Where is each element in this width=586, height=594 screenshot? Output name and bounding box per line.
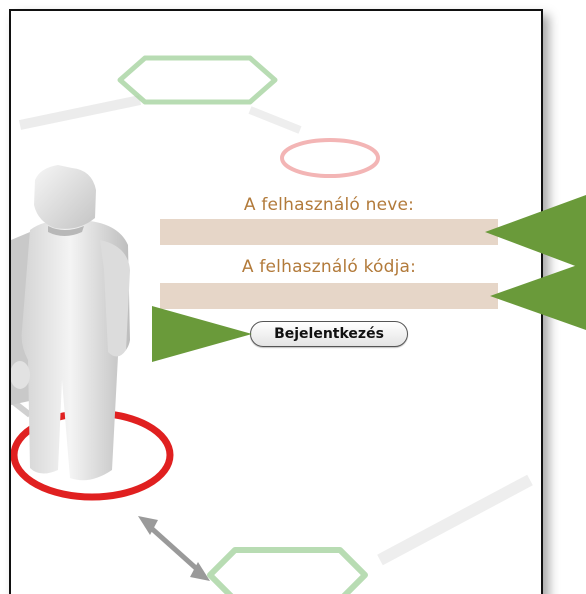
login-button[interactable]: Bejelentkezés <box>250 321 408 347</box>
username-label: A felhasználó neve: <box>243 195 415 215</box>
double-arrow-icon <box>138 516 210 581</box>
password-input[interactable] <box>160 283 498 309</box>
faint-red-ellipse <box>280 138 380 178</box>
diamond-shape <box>117 55 278 105</box>
password-label: A felhasználó kódja: <box>241 257 417 277</box>
connector-line <box>377 474 533 566</box>
connector-line <box>18 95 142 130</box>
person-figure-icon <box>11 165 131 481</box>
username-input[interactable] <box>160 219 498 245</box>
connector-line <box>248 106 302 134</box>
diamond-shape <box>207 547 368 594</box>
